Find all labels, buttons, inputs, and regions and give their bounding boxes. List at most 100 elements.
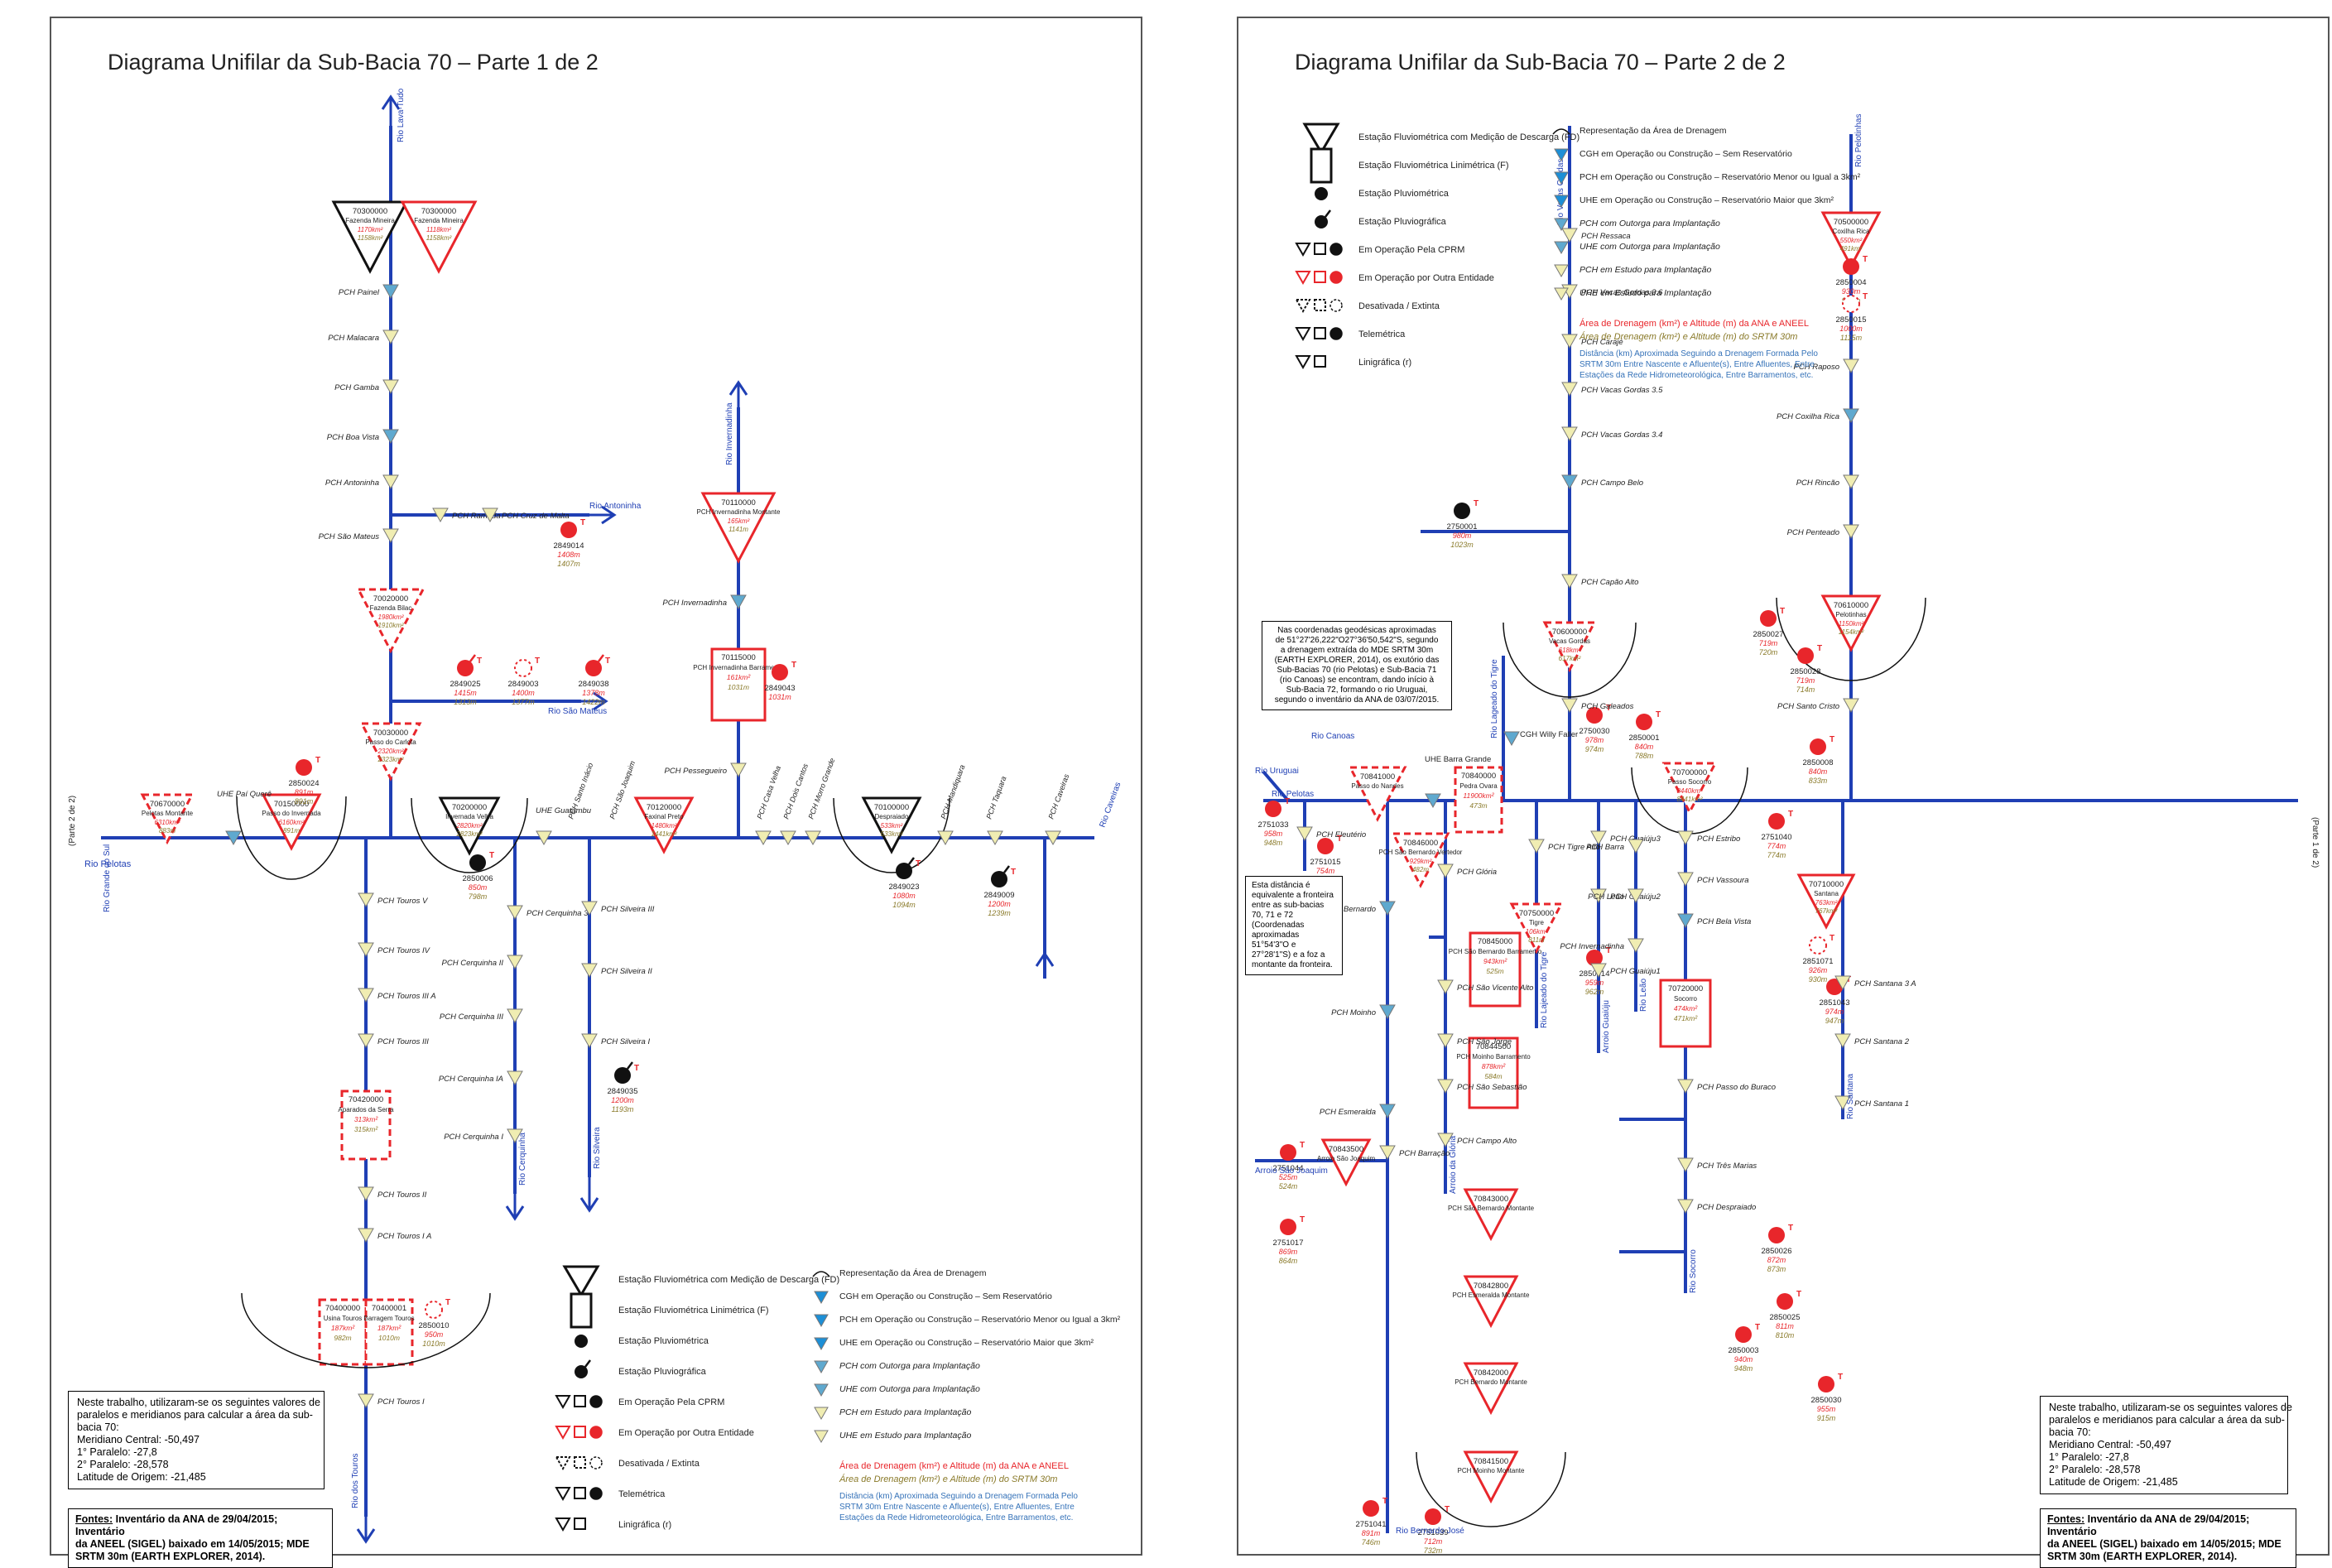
station-name: Fazenda Bilac (370, 604, 412, 612)
station-code: 2750030 (1580, 727, 1610, 736)
legend-label: Desativada / Extinta (618, 1459, 700, 1469)
station-area: 550km² (1840, 237, 1863, 244)
telemetry-flag: T (1838, 1373, 1843, 1382)
telemetry-flag: T (1846, 975, 1851, 984)
sources-line: SRTM 30m (EARTH EXPLORER, 2014). (2047, 1551, 2238, 1562)
station-alt: 1094m (892, 901, 916, 909)
rain-station-icon (1735, 1326, 1752, 1343)
hydro-plant-icon (1628, 839, 1644, 854)
legend-dot-icon (1315, 187, 1328, 200)
station-area: 618km² (1559, 647, 1581, 654)
pluviograph-tail-icon (908, 857, 915, 865)
plant-label: PCH São Sebastião (1457, 1083, 1527, 1092)
plant-label: PCH Ramada (452, 512, 501, 521)
fluviometric-station-icon (1348, 766, 1407, 822)
station-code: 70020000 (373, 594, 408, 604)
drainage-area-arc (1503, 622, 1637, 698)
station-alt: 798m (469, 892, 488, 901)
river-label: Rio Caveiras (1098, 781, 1123, 829)
station-code: 2751044 (1273, 1164, 1304, 1173)
station-code: 70600000 (1552, 628, 1587, 637)
station-area: 1150km² (1839, 620, 1864, 628)
arrow-icon (579, 1177, 599, 1213)
rain-station-icon (1425, 1508, 1441, 1525)
station-code: 2850028 (1791, 667, 1821, 676)
linimetric-station-icon (1468, 1037, 1519, 1109)
legend-small-triangle-icon (555, 1395, 571, 1410)
station-area: 850m (469, 883, 488, 892)
legend-label: Estação Pluviométrica (1358, 189, 1450, 199)
station-area: 980m (1453, 531, 1472, 540)
hydro-plant-icon (382, 474, 399, 490)
legend-label: UHE em Estudo para Implantação (1580, 288, 1711, 298)
plant-label: PCH Glória (1457, 868, 1497, 877)
hydro-plant-icon (432, 507, 449, 523)
rain-station-icon (1843, 258, 1859, 275)
telemetry-flag: T (916, 859, 921, 868)
plant-label: PCH Antoninha (325, 479, 379, 488)
river-label: Rio Lageado do Tigre (1490, 659, 1499, 738)
station-area: 106km² (1526, 928, 1548, 936)
fluviometric-station-icon (700, 492, 777, 564)
station-area: 1480km² (651, 822, 676, 830)
station-area: 1200m (611, 1096, 634, 1104)
rain-station-icon (469, 854, 486, 871)
station-code: 70700000 (1672, 768, 1707, 777)
arrow-icon (728, 380, 748, 407)
station-code: 2851043 (1820, 998, 1850, 1008)
station-code: 70110000 (721, 498, 756, 507)
telemetry-flag: T (580, 518, 585, 527)
station-code: 2850003 (1729, 1346, 1759, 1355)
info-line: paralelos e meridianos para calcular a á… (2049, 1414, 2285, 1426)
station-alt: 1441km² (651, 830, 676, 838)
hydro-plant-icon (1628, 888, 1644, 904)
plant-label: PCH Campo Belo (1581, 479, 1643, 488)
telemetry-flag: T (1300, 1141, 1305, 1150)
legend-label: Linigráfica (r) (618, 1520, 671, 1530)
telemetry-flag: T (1285, 797, 1290, 806)
legend-small-dot-icon (589, 1456, 603, 1469)
legend-plant-icon (814, 1430, 829, 1444)
legend-label: PCH com Outorga para Implantação (1580, 219, 1720, 228)
rain-station-icon (1586, 950, 1603, 966)
station-name: Despraiado (875, 813, 909, 820)
station-code: 2850030 (1811, 1396, 1842, 1405)
plant-label: PCH Raposo (1794, 363, 1839, 372)
station-code: 2850014 (1580, 969, 1610, 979)
rain-station-icon (1768, 1227, 1785, 1243)
station-alt: 1407m (557, 560, 580, 568)
station-alt: 810m (1776, 1331, 1795, 1340)
plant-label: PCH Touros IV (377, 946, 431, 955)
river-label: Arroio São Joaquim (1255, 1166, 1328, 1176)
legend-plant-icon (814, 1337, 829, 1351)
hydro-plant-icon (1561, 334, 1578, 349)
telemetry-flag: T (1780, 607, 1785, 616)
arrow-icon (356, 1517, 376, 1544)
station-area: 313km² (354, 1115, 379, 1123)
legend-plant-icon (814, 1383, 829, 1397)
pluviograph-tail-icon (469, 654, 476, 662)
station-name: PCH Moinho Montante (1458, 1467, 1525, 1474)
river-label: Rio Pelotas (84, 859, 132, 869)
page-title: Diagrama Unifilar da Sub-Bacia 70 – Part… (1295, 50, 1786, 75)
legend-dot-icon (575, 1335, 588, 1348)
hydro-plant-icon (1561, 228, 1578, 243)
station-code: 70710000 (1809, 880, 1844, 889)
diagram-label: PCH Casa Velha (755, 765, 782, 820)
legend-small-triangle-icon (1295, 243, 1311, 257)
info-line: 2° Paralelo: -28,578 (2049, 1464, 2141, 1475)
linimetric-station-icon (1659, 979, 1712, 1048)
legend-small-triangle-icon (555, 1487, 571, 1502)
station-area: 763km² (1815, 899, 1838, 907)
station-area: 958m (1264, 830, 1283, 838)
diagram-label: PCH Dois Cantos (781, 762, 810, 820)
legend-distance-note: Estações da Rede Hidrometeorológica, Ent… (1580, 371, 1813, 380)
station-alt: 1158km² (358, 234, 383, 242)
legend-small-dot-icon (1329, 243, 1343, 256)
station-code: 2849003 (508, 680, 539, 689)
plant-label: PCH Campo Alto (1457, 1137, 1517, 1146)
plant-label: PCH Bela Vista (1697, 917, 1751, 926)
rain-station-icon (1777, 1293, 1793, 1310)
rain-station-icon (1810, 738, 1826, 755)
